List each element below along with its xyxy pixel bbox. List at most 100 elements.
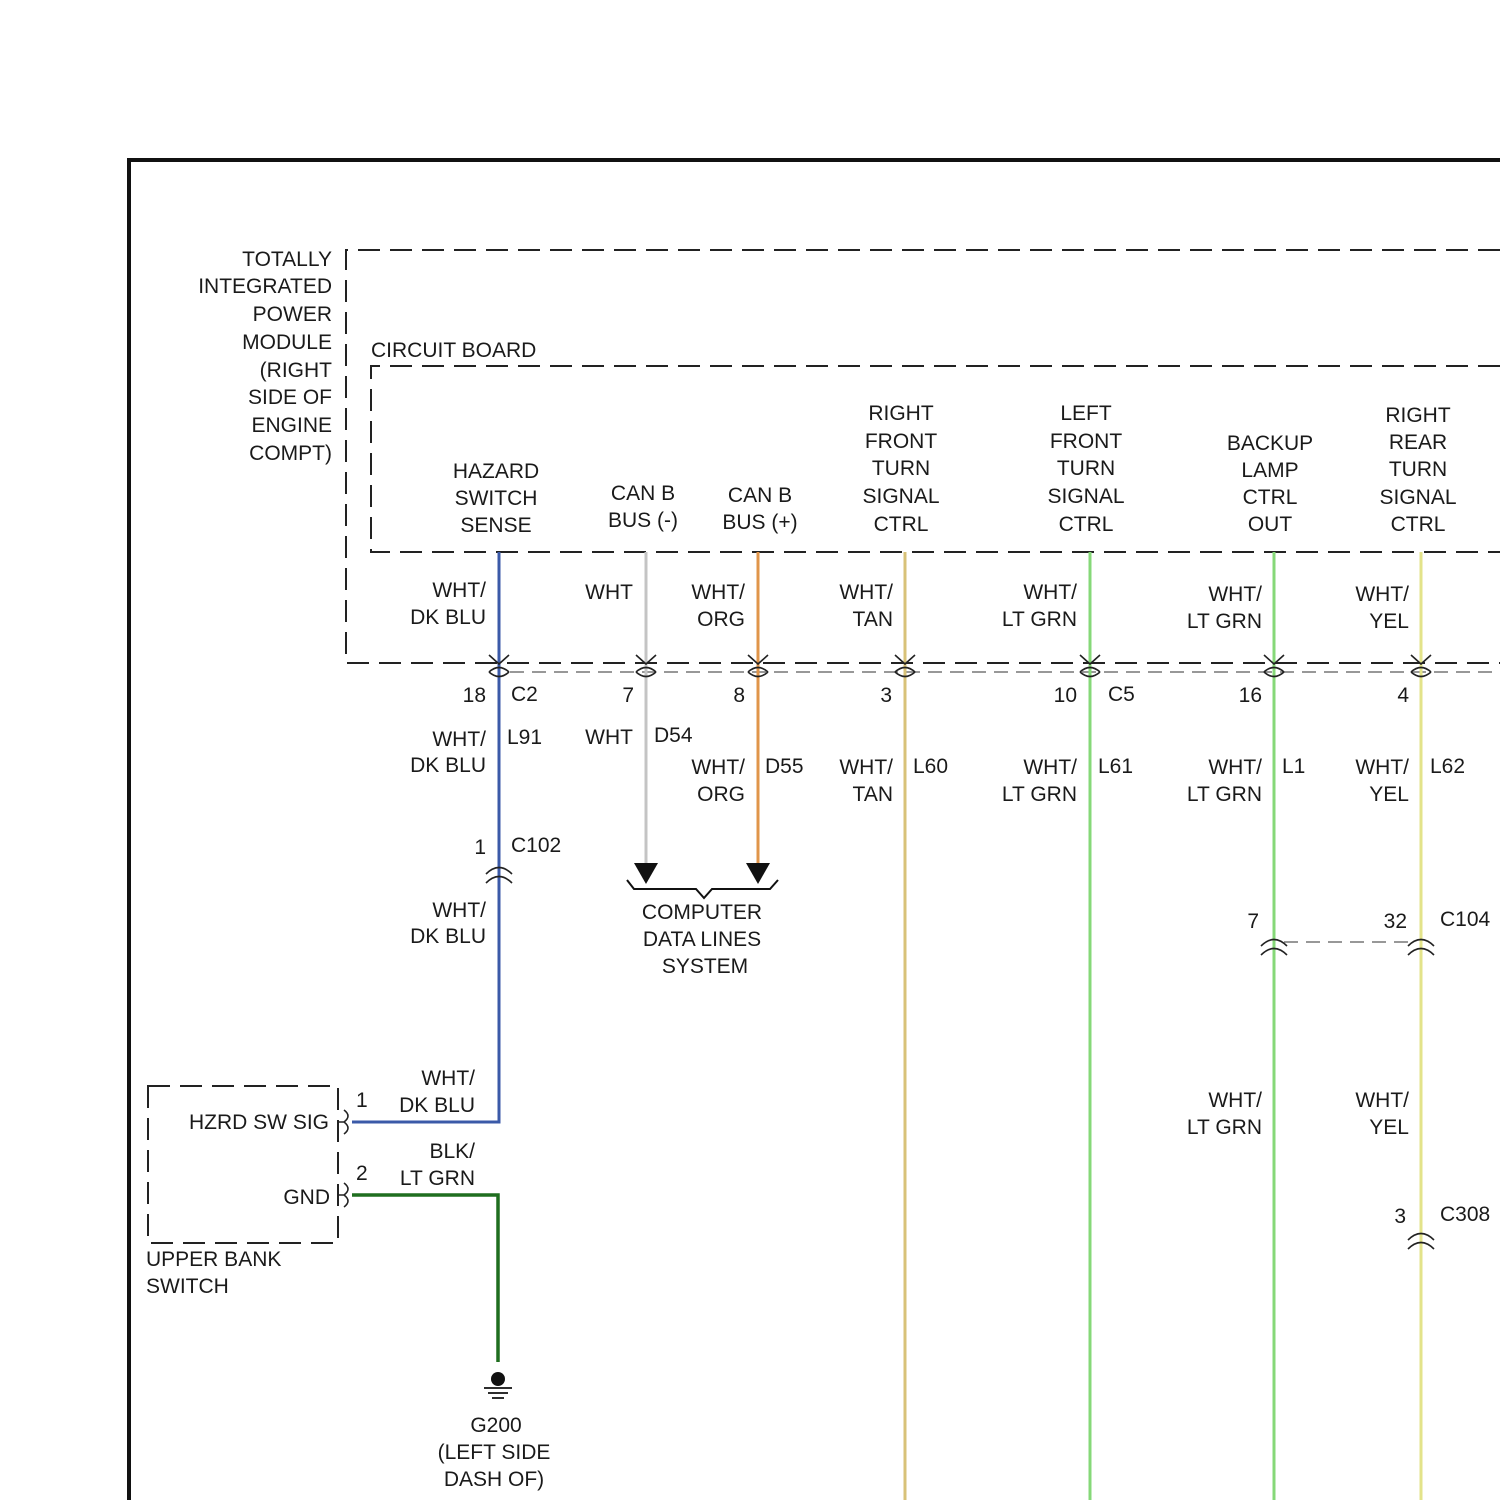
circuit-labels: WHT/ DK BLU L91 WHT D54 WHT/ ORG D55 WHT… [410, 724, 1465, 806]
ground-wire [352, 1195, 498, 1362]
rf-turn-function-label: FRONT [865, 430, 937, 453]
module-name: TOTALLY INTEGRATED POWER MODULE (RIGHT S… [198, 248, 332, 465]
module-name-line: INTEGRATED [198, 275, 332, 298]
wire-color-label: YEL [1369, 783, 1409, 806]
switch-box [148, 1086, 338, 1243]
pin-number: 3 [880, 684, 892, 707]
wire-color-label: ORG [697, 783, 745, 806]
lf-turn-function-label: TURN [1057, 457, 1115, 480]
circuit-number: L62 [1430, 755, 1465, 778]
wire-color-label: ORG [697, 608, 745, 631]
data-lines-label: DATA LINES [643, 928, 761, 951]
function-labels: HAZARD SWITCH SENSE CAN B BUS (-) CAN B … [453, 402, 1457, 537]
connector-name: C2 [511, 683, 538, 706]
circuit-number: L91 [507, 726, 542, 749]
ground-label: DASH OF) [444, 1468, 544, 1491]
canb-neg-function-label: BUS (-) [608, 509, 678, 532]
data-lines-label: COMPUTER [642, 901, 762, 924]
can-neg-arrow [634, 863, 658, 884]
module-name-line: COMPT) [249, 442, 332, 465]
connector-name: C104 [1440, 908, 1491, 931]
rf-turn-function-label: RIGHT [868, 402, 934, 425]
wire-color-label: WHT/ [1208, 583, 1262, 606]
rr-turn-function-label: SIGNAL [1379, 486, 1456, 509]
pin-number: 1 [356, 1089, 368, 1112]
pin-number: 8 [733, 684, 745, 707]
switch-pin-name: GND [283, 1186, 330, 1209]
wire-color-label: WHT/ [691, 581, 745, 604]
wire-color-label: WHT/ [1208, 756, 1262, 779]
wire-color-label: WHT/ [1023, 756, 1077, 779]
pin-number: 7 [622, 684, 634, 707]
wire-color-label: YEL [1369, 610, 1409, 633]
wire-color-label: YEL [1369, 1116, 1409, 1139]
wire-color-label: WHT/ [421, 1067, 475, 1090]
can-pos-arrow [746, 863, 770, 884]
hazard-function-label: SENSE [460, 514, 531, 537]
backup-function-label: CTRL [1243, 486, 1298, 509]
wire-color-label: WHT/ [432, 899, 486, 922]
wire-color-label: WHT/ [1355, 756, 1409, 779]
wire-color-label: WHT/ [839, 581, 893, 604]
rf-turn-function-label: CTRL [874, 513, 929, 536]
wire-color-label: LT GRN [1187, 1116, 1262, 1139]
c102-connector: 1 C102 WHT/ DK BLU [410, 834, 561, 948]
wire-color-label: WHT/ [1355, 583, 1409, 606]
wire-color-label: WHT/ [1023, 581, 1077, 604]
pin-number: 32 [1384, 910, 1407, 933]
wire-color-label: DK BLU [399, 1094, 475, 1117]
canb-pos-function-label: CAN B [728, 484, 792, 507]
circuit-board-label: CIRCUIT BOARD [371, 339, 536, 362]
wire-color-label: DK BLU [410, 606, 486, 629]
wire-color-label: BLK/ [429, 1140, 475, 1163]
wire-color-label: WHT [585, 726, 633, 749]
pin-number: 16 [1239, 684, 1262, 707]
wire-color-label: TAN [853, 608, 893, 631]
module-name-line: TOTALLY [242, 248, 332, 271]
data-lines-brace [627, 880, 778, 898]
wire-color-label: LT GRN [1002, 783, 1077, 806]
rr-turn-function-label: CTRL [1391, 513, 1446, 536]
wire-color-label: WHT/ [691, 756, 745, 779]
ground-g200: G200 (LEFT SIDE DASH OF) [438, 1372, 551, 1491]
module-name-line: SIDE OF [248, 386, 332, 409]
c104-connector: 7 32 C104 WHT/ LT GRN WHT/ YEL [1187, 908, 1491, 1139]
module-name-line: POWER [253, 303, 332, 326]
lf-turn-function-label: SIGNAL [1047, 485, 1124, 508]
diagram-frame [129, 160, 1500, 1500]
computer-data-lines: COMPUTER DATA LINES SYSTEM [627, 863, 778, 978]
lf-turn-function-label: LEFT [1060, 402, 1112, 425]
wire-color-labels-top: WHT/ DK BLU WHT WHT/ ORG WHT/ TAN WHT/ L… [410, 579, 1409, 633]
switch-pin-symbol [338, 1110, 348, 1134]
circuit-board-box [371, 366, 1500, 552]
wire-color-label: LT GRN [1187, 783, 1262, 806]
circuit-number: D55 [765, 755, 804, 778]
backup-function-label: BACKUP [1227, 432, 1313, 455]
wire-color-label: TAN [853, 783, 893, 806]
connector-name: C5 [1108, 683, 1135, 706]
module-name-line: MODULE [242, 331, 332, 354]
backup-function-label: LAMP [1241, 459, 1298, 482]
circuit-number: L1 [1282, 755, 1305, 778]
switch-label: SWITCH [146, 1275, 229, 1298]
wire-color-label: WHT [585, 581, 633, 604]
connector-name: C308 [1440, 1203, 1490, 1226]
pin-number: 18 [463, 684, 486, 707]
ground-label: (LEFT SIDE [438, 1441, 551, 1464]
rr-turn-function-label: REAR [1389, 431, 1447, 454]
circuit-number: L61 [1098, 755, 1133, 778]
switch-pin-symbol [338, 1183, 348, 1207]
upper-bank-switch: HZRD SW SIG GND 1 2 WHT/ DK BLU BLK/ LT … [146, 1067, 475, 1298]
pin-labels: 18 C2 7 8 3 10 C5 16 4 [463, 683, 1410, 707]
pin-number: 2 [356, 1162, 368, 1185]
ground-icon [484, 1388, 512, 1398]
c308-connector: 3 C308 [1394, 1203, 1490, 1249]
hazard-function-label: SWITCH [455, 487, 538, 510]
wire-color-label: LT GRN [400, 1167, 475, 1190]
circuit-number: L60 [913, 755, 948, 778]
wire-color-label: LT GRN [1187, 610, 1262, 633]
rf-turn-function-label: SIGNAL [862, 485, 939, 508]
canb-neg-function-label: CAN B [611, 482, 675, 505]
wire-color-label: WHT/ [1355, 1089, 1409, 1112]
